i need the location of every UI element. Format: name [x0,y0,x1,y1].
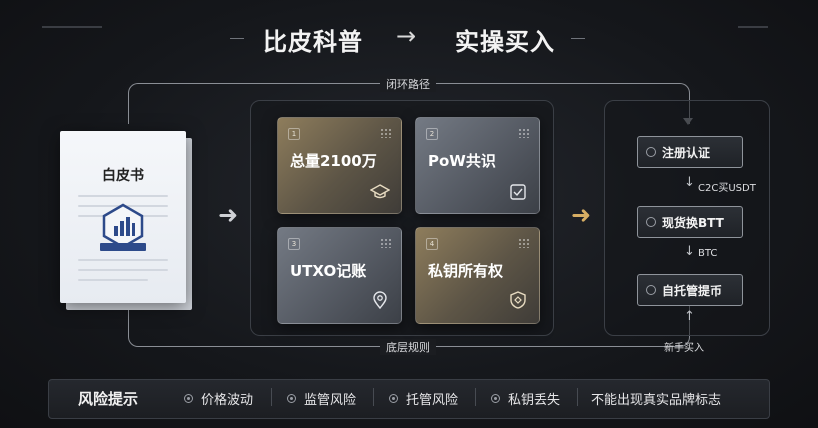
header-right-title: 实操买入 [455,28,555,56]
risk-item-label: 私钥丢失 [508,393,561,408]
right-arrow-icon: ➜ [218,201,239,229]
step-register-verify: 注册认证 [637,136,743,168]
header-corner-mark-left [42,26,102,28]
risk-item: 价格波动 [184,389,253,408]
whitepaper-document: 白皮书 [60,131,186,303]
document-base-ribbon [100,243,146,251]
risk-title: 风险提示 [78,390,139,408]
loop-bottom-label: 底层规则 [380,339,436,355]
doc-line [78,269,168,271]
beginner-buy-label: 新手买入 [664,343,704,354]
risk-divider [373,388,374,406]
step-dot-icon [646,217,656,227]
card-title: UTXO记账 [290,262,367,280]
risk-note: 不能出现真实品牌标志 [591,393,722,408]
loop-top-label: 闭环路径 [380,76,436,92]
card-private-key-ownership: 4 私钥所有权 [415,227,540,324]
step-self-custody-withdraw: 自托管提币 [637,274,743,306]
risk-item-label: 托管风险 [406,393,459,408]
doc-line [78,195,168,197]
risk-item: 托管风险 [389,389,458,408]
card-title: PoW共识 [428,152,496,170]
step-spot-exchange: 现货换BTT [637,206,743,238]
card-total-supply: 1 总量2100万 [277,117,402,214]
header-corner-mark-right [738,26,768,28]
header-right-dash [571,38,585,39]
risk-divider [577,388,578,406]
doc-line [78,259,168,261]
card-title: 私钥所有权 [428,262,504,280]
card-dots-decor [380,238,392,248]
card-title: 总量2100万 [290,152,377,170]
card-number: 4 [426,238,438,250]
step-transition-label: BTC [698,248,718,259]
down-arrow-icon: ↓ [684,175,695,190]
risk-divider [271,388,272,406]
doc-line [78,279,148,281]
card-pow-consensus: 2 PoW共识 [415,117,540,214]
step-dot-icon [646,147,656,157]
step-transition-label: C2C买USDT [698,183,756,194]
card-number: 2 [426,128,438,140]
graduation-cap-icon [369,182,391,206]
risk-item-label: 价格波动 [201,393,254,408]
shield-key-icon [508,290,528,314]
card-dots-decor [518,128,530,138]
step-dot-icon [646,285,656,295]
gold-right-arrow-icon: ➜ [571,201,592,229]
bullet-icon [389,394,398,403]
card-number: 1 [288,128,300,140]
card-dots-decor [380,128,392,138]
up-arrow-icon: ↑ [684,309,695,324]
card-number: 3 [288,238,300,250]
card-utxo-ledger: 3 UTXO记账 [277,227,402,324]
step-label: 自托管提币 [662,283,723,298]
risk-warning-bar [48,379,770,419]
step-label: 现货换BTT [662,215,724,230]
bullet-icon [287,394,296,403]
header-left-dash [230,38,244,39]
header-arrow: → [396,22,417,50]
risk-item: 私钥丢失 [491,389,560,408]
risk-item: 监管风险 [287,389,356,408]
chart-bars-icon [100,203,146,249]
bullet-icon [184,394,193,403]
card-dots-decor [518,238,530,248]
location-pin-icon [370,290,390,314]
down-arrow-icon: ↓ [684,244,695,259]
check-box-icon [508,182,528,206]
bullet-icon [491,394,500,403]
risk-divider [475,388,476,406]
risk-item-label: 监管风险 [304,393,357,408]
whitepaper-title: 白皮书 [102,168,144,184]
header-left-title: 比皮科普 [263,28,363,56]
step-label: 注册认证 [662,145,711,160]
